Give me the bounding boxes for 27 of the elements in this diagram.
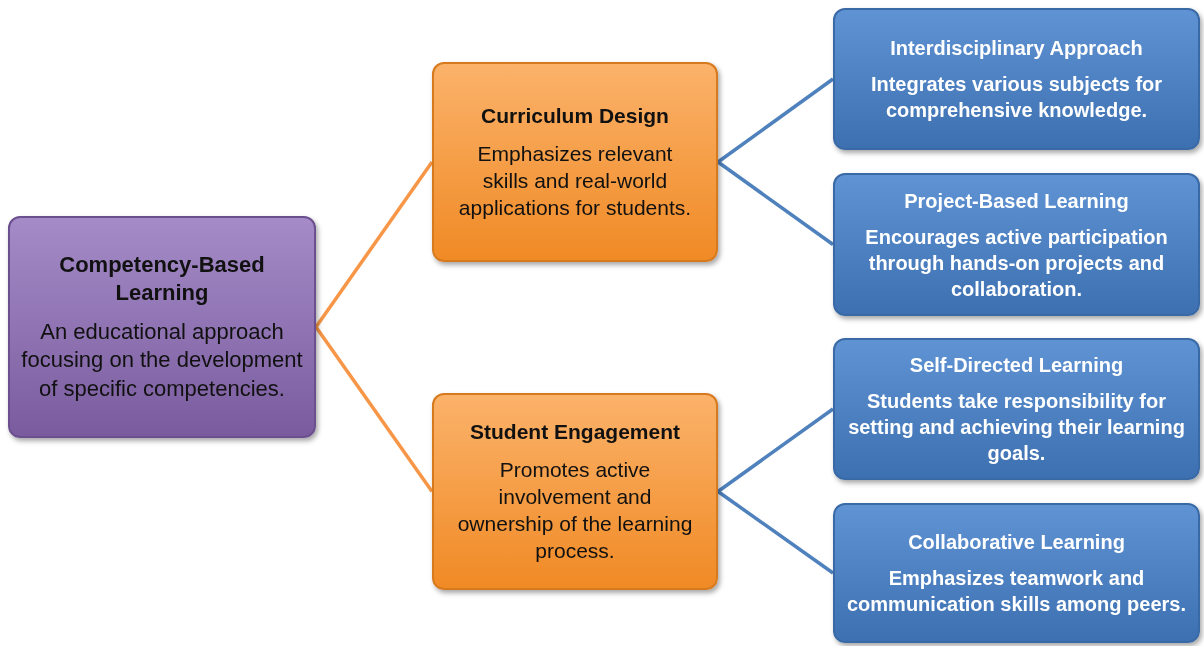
connector-line [717,160,834,246]
connector-line [314,326,434,493]
topic-box [833,8,1200,150]
box-description: Students take responsibility for setting and achieving their learning goals. [847,389,1186,466]
box-description: Emphasizes teamwork and communication skills among peers. [846,566,1187,617]
category-box [432,393,718,590]
connector-line [717,490,834,575]
box-description: Emphasizes relevant skills and real-world applications for students. [457,140,693,222]
box-heading: Curriculum Design [481,103,669,130]
connector-line [716,77,835,164]
box-heading: Project-Based Learning [904,188,1129,214]
box-heading: Student Engagement [470,419,680,446]
topic-box [833,173,1200,316]
category-box [432,62,718,262]
box-heading: Competency-Based Learning [58,250,266,308]
topic-box [833,338,1200,480]
box-description: Integrates various subjects for comprehensive knowledge. [869,72,1164,123]
box-heading: Self-Directed Learning [909,353,1124,378]
box-heading: Interdisciplinary Approach [890,36,1143,61]
box-description: An educational approach focusing on the development of specific competencies. [20,317,304,403]
connector-line [717,407,834,493]
concept-box [8,216,316,438]
box-description: Promotes active involvement and ownership of the learning process. [456,456,694,565]
connector-line [314,161,434,328]
topic-box [833,503,1200,643]
box-heading: Collaborative Learning [908,530,1125,555]
box-description: Encourages active participation through hands-on projects and collaboration. [864,224,1169,302]
